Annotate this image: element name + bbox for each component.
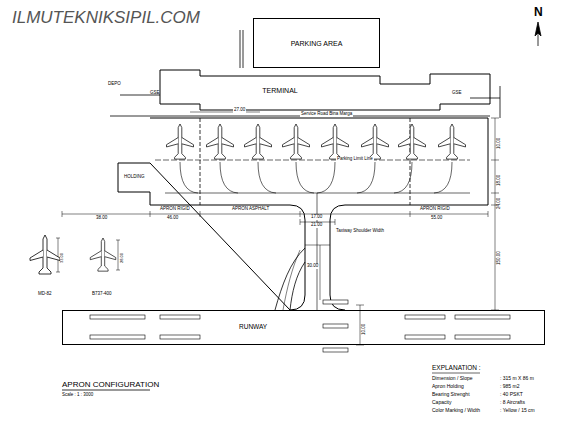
table-cell: : 985 m2 — [500, 384, 519, 389]
table-cell: : 40 PSKT — [500, 392, 523, 397]
node-label: PARKING AREA — [291, 40, 343, 47]
dimension: 28.00 — [120, 252, 124, 264]
area-name: HOLDING — [124, 175, 145, 180]
road-name: Service Road Bina Marga — [300, 112, 353, 117]
drawing-title: APRON CONFIGURATION — [62, 381, 159, 389]
north-mark: N — [534, 6, 543, 18]
scale-note: Scale : 1 : 3000 — [62, 393, 93, 398]
dimension: 10.00 — [497, 137, 502, 150]
table-cell: : Yellow / 15 cm — [500, 408, 535, 413]
place-name: GSE — [452, 91, 462, 96]
line-name: Parking Limit Line — [336, 157, 374, 162]
taxi-lead-line — [434, 162, 452, 193]
taxi-lead-line — [394, 162, 412, 193]
node-label: TERMINAL — [262, 87, 297, 94]
terminal-building: TERMINAL — [215, 82, 345, 98]
dimension: 46.00 — [166, 216, 179, 221]
table-cell: Capacity — [432, 400, 451, 405]
area-name: APRON RIGID — [160, 207, 190, 212]
dimension: 38.00 — [95, 216, 108, 221]
taxi-lead-line — [258, 162, 276, 193]
node-label: RUNWAY — [239, 324, 267, 331]
dimension: 30.00 — [306, 264, 319, 269]
dimension: 17.00 — [310, 215, 323, 220]
place-name: GSE — [150, 91, 160, 96]
area-name: APRON RIGID — [420, 207, 450, 212]
dimension: 150.00 — [497, 250, 502, 266]
table-cell: Bearing Strenght — [432, 392, 470, 397]
note: Taxiway Shoulder Width — [336, 229, 384, 234]
table-cell: Apron Holding — [432, 384, 464, 389]
table-cell: Color Marking / Width — [432, 408, 480, 413]
aircraft-name: B737-400 — [92, 292, 112, 297]
taxi-lead-line — [220, 162, 238, 193]
taxi-lead-line — [296, 162, 314, 193]
explanation-heading: EXPLANATION : — [432, 365, 481, 372]
dimension: 24.00 — [497, 197, 502, 210]
dimension: 10.00 — [362, 323, 367, 336]
table-cell: : 315 m X 86 m — [500, 376, 534, 381]
table-cell: Dimension / Slope — [432, 376, 473, 381]
dimension: 18.00 — [497, 174, 502, 187]
taxi-lead-line — [180, 162, 198, 193]
area-name: APRON ASPHALT — [232, 207, 269, 212]
taxi-lead-line — [317, 162, 335, 193]
aircraft-name: MD-82 — [38, 292, 52, 297]
dimension: 27.00 — [233, 108, 246, 113]
dimension: 55.00 — [430, 216, 443, 221]
place-name: DEPO — [108, 82, 121, 87]
table-cell: : 8 Aircrafts — [500, 400, 525, 405]
taxi-lead-line — [357, 162, 375, 193]
dimension: 21.00 — [310, 223, 323, 228]
dimension: 33.00 — [60, 252, 64, 264]
watermark: ILMUTEKNIKSIPIL.COM — [12, 9, 200, 26]
parking-area-box: PARKING AREA — [253, 18, 380, 68]
runway-band: RUNWAY — [62, 310, 545, 345]
